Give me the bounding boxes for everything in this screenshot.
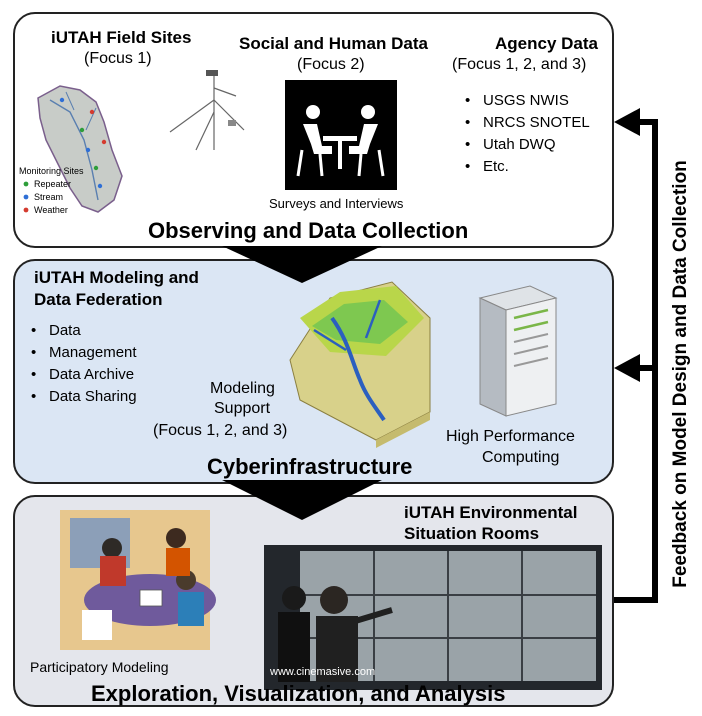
feedback-arrowhead-mid	[614, 354, 640, 382]
down-arrow-2	[222, 480, 382, 520]
hpc-label-line1: High Performance	[446, 428, 575, 445]
modeling-support-line2: Support	[214, 400, 271, 417]
terrain-model-image	[289, 281, 431, 448]
cyber-item: Data Archive	[29, 364, 137, 386]
agency-item: Etc.	[463, 156, 590, 178]
agency-item: NRCS SNOTEL	[463, 112, 590, 134]
situation-rooms-line1: iUTAH Environmental	[404, 503, 578, 522]
situation-rooms-line2: Situation Rooms	[404, 524, 540, 543]
meeting-clipart	[60, 510, 216, 650]
modeling-title-line2: Data Federation	[34, 290, 163, 309]
map-legend-weather: Weather	[34, 205, 68, 215]
cyber-item: Data Sharing	[29, 386, 137, 408]
photo-credit: www.cinemasive.com	[270, 666, 376, 678]
observing-section-title: Observing and Data Collection	[148, 218, 469, 243]
map-legend-title: Monitoring Sites	[19, 166, 84, 176]
social-data-title: Social and Human Data	[239, 34, 428, 53]
cyber-item: Data	[29, 320, 137, 342]
modeling-title-line1: iUTAH Modeling and	[34, 268, 199, 287]
agency-item: USGS NWIS	[463, 90, 590, 112]
situation-room-photo	[264, 545, 602, 690]
cyber-item-continuation: Management	[29, 342, 137, 364]
agency-data-list: USGS NWIS NRCS SNOTEL Utah DWQ Etc.	[463, 90, 590, 178]
weather-station-icon	[169, 70, 245, 151]
feedback-label: Feedback on Model Design and Data Collec…	[670, 160, 691, 588]
agency-item: Utah DWQ	[463, 134, 590, 156]
server-icon	[478, 285, 558, 417]
modeling-support-focus: (Focus 1, 2, and 3)	[153, 422, 288, 439]
social-data-focus: (Focus 2)	[297, 56, 365, 73]
feedback-arrowhead-top	[614, 108, 640, 136]
cyber-section-title: Cyberinfrastructure	[207, 454, 413, 479]
modeling-support-line1: Modeling	[210, 380, 275, 397]
surveys-caption: Surveys and Interviews	[269, 196, 404, 211]
agency-data-title: Agency Data	[495, 34, 598, 53]
field-sites-focus: (Focus 1)	[84, 50, 152, 67]
map-legend-stream: Stream	[34, 192, 64, 202]
cyber-item-continuation-text: Management	[49, 344, 137, 361]
exploration-section-title: Exploration, Visualization, and Analysis	[91, 681, 506, 706]
down-arrow-1	[222, 246, 382, 283]
agency-data-focus: (Focus 1, 2, and 3)	[452, 56, 587, 73]
watershed-map	[23, 85, 123, 213]
participatory-caption: Participatory Modeling	[30, 659, 169, 675]
map-legend-repeater: Repeater	[34, 179, 72, 189]
survey-interview-icon	[285, 80, 397, 190]
cyber-items-list: Data Management Data Archive Data Sharin…	[29, 320, 137, 408]
field-sites-title: iUTAH Field Sites	[51, 28, 192, 47]
hpc-label-line2: Computing	[482, 449, 560, 466]
